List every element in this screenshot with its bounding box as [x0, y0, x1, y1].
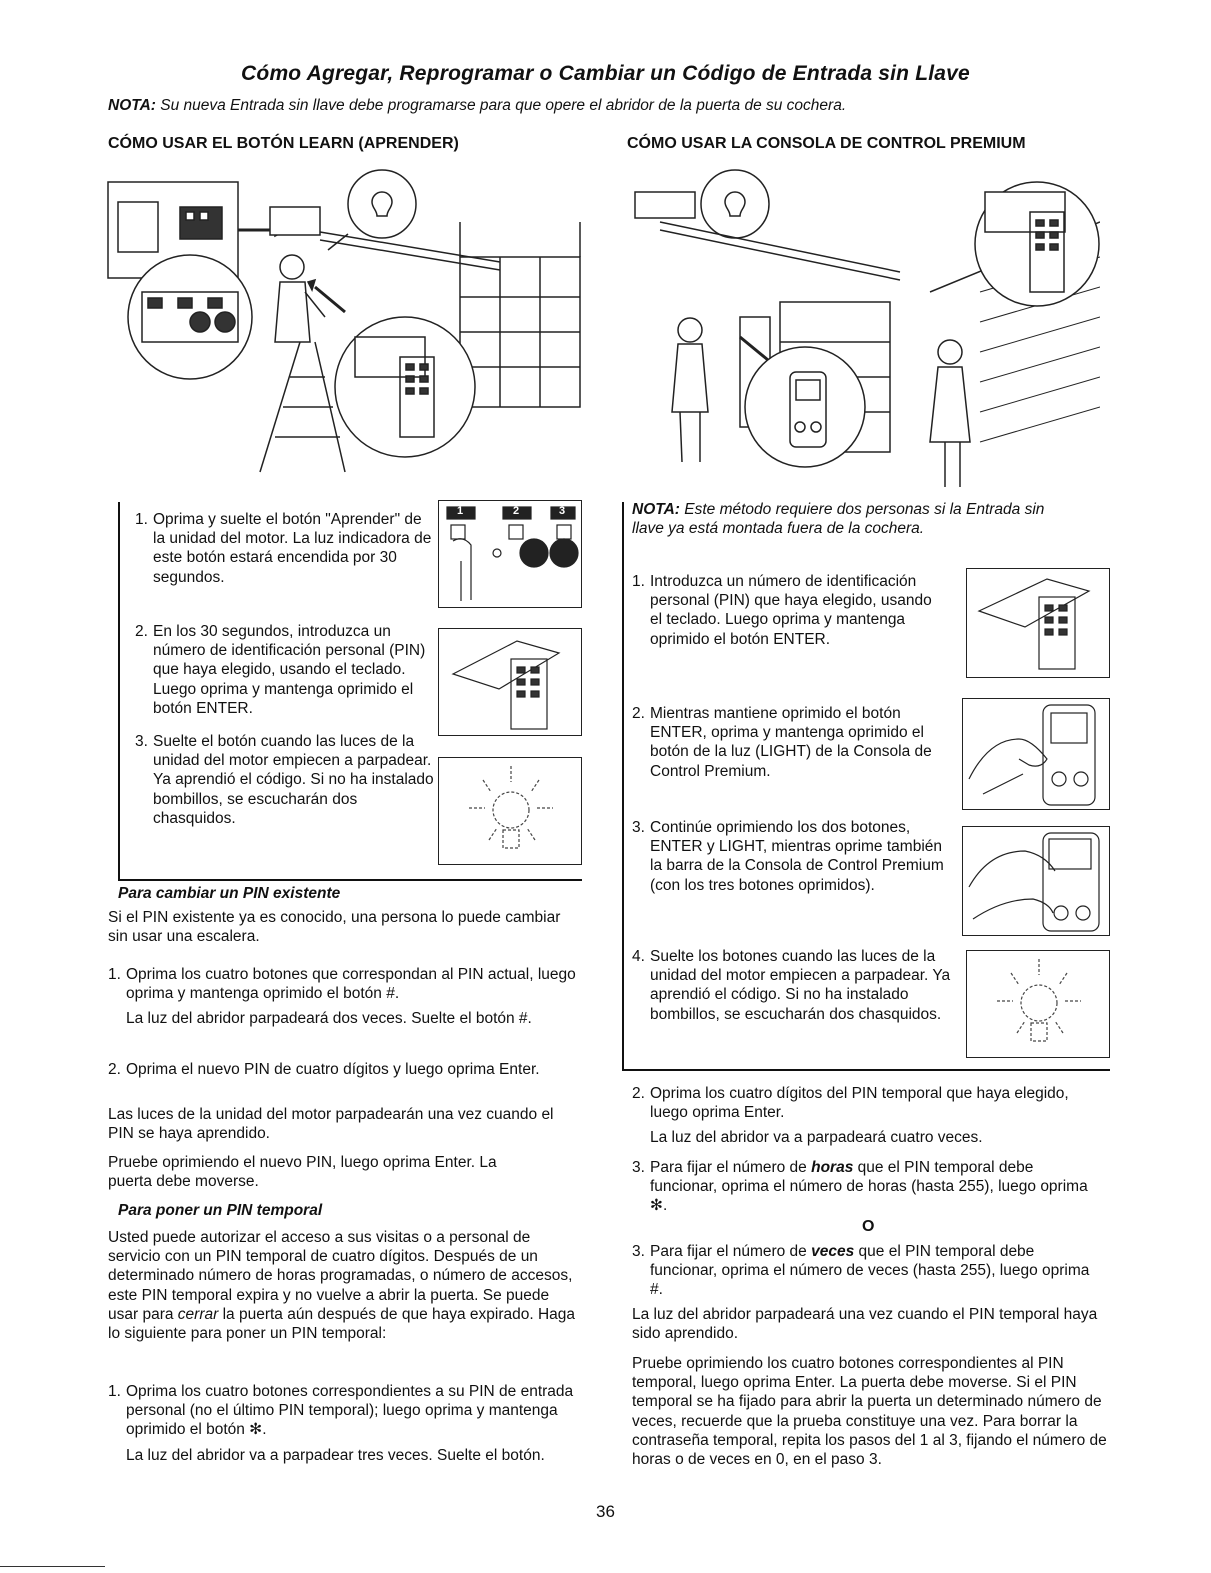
garage-console-illustration: [634, 169, 1100, 487]
top-note: NOTA: Su nueva Entrada sin llave debe pr…: [108, 97, 846, 115]
page-number: 36: [596, 1502, 615, 1521]
light-bulb-image: [438, 757, 582, 865]
console-press-image: [962, 698, 1110, 810]
change-pin-paragraph-2: Pruebe oprimiendo el nuevo PIN, luego op…: [108, 1154, 497, 1191]
or-divider: O: [862, 1218, 875, 1235]
right-keypad-image: [966, 568, 1110, 678]
right-step-rule: [622, 502, 624, 1070]
temp-pin-step-2: 2. Oprima los cuatro dígitos del PIN tem…: [632, 1085, 1069, 1147]
left-step-rule: [118, 502, 120, 880]
right-section-heading: CÓMO USAR LA CONSOLA DE CONTROL PREMIUM: [627, 135, 1026, 152]
right-light-bulb-image: [966, 950, 1110, 1058]
learn-label-1: 1: [457, 505, 464, 517]
console-three-buttons-image: [962, 826, 1110, 936]
right-step-2: 2. Mientras mantiene oprimido el botón E…: [632, 705, 932, 780]
left-step-bottom-rule: [118, 879, 582, 881]
right-step-4: 4. Suelte los botones cuando las luces d…: [632, 948, 951, 1023]
temp-pin-test-paragraph: Pruebe oprimiendo los cuatro botones cor…: [632, 1355, 1107, 1469]
right-step-bottom-rule: [622, 1069, 1110, 1071]
right-step-1: 1. Introduzca un número de identificació…: [632, 573, 932, 648]
temp-pin-learned-paragraph: La luz del abridor parpadeará una vez cu…: [632, 1306, 1098, 1343]
left-step-2: 2. En los 30 segundos, introduzca un núm…: [135, 623, 426, 717]
temp-pin-heading: Para poner un PIN temporal: [118, 1202, 323, 1219]
left-step-3: 3. Suelte el botón cuando las luces de l…: [135, 733, 434, 827]
learn-label-2: 2: [513, 505, 520, 517]
left-section-heading: CÓMO USAR EL BOTÓN LEARN (APRENDER): [108, 135, 459, 152]
change-pin-step-2: 2. Oprima el nuevo PIN de cuatro dígitos…: [108, 1061, 540, 1078]
temp-pin-step-3-times: 3. Para fijar el número de veces que el …: [632, 1243, 1090, 1299]
page-title: Cómo Agregar, Reprogramar o Cambiar un C…: [241, 62, 970, 85]
top-note-label: NOTA:: [108, 97, 156, 114]
learn-label-3: 3: [559, 505, 566, 517]
temp-pin-paragraph: Usted puede autorizar el acceso a sus vi…: [108, 1229, 576, 1343]
right-note: NOTA: Este método requiere dos personas …: [632, 501, 1045, 538]
right-step-3: 3. Continúe oprimiendo los dos botones, …: [632, 819, 944, 894]
keypad-image: [438, 628, 582, 736]
bottom-left-line: [0, 1566, 105, 1567]
change-pin-intro: Si el PIN existente ya es conocido, una …: [108, 909, 561, 946]
temp-pin-step-3-hours: 3. Para fijar el número de horas que el …: [632, 1159, 1088, 1215]
change-pin-step-1: 1. Oprima los cuatro botones que corresp…: [108, 966, 576, 1028]
garage-ladder-illustration: [107, 169, 581, 473]
change-pin-paragraph-1: Las luces de la unidad del motor parpade…: [108, 1106, 554, 1143]
change-pin-heading: Para cambiar un PIN existente: [118, 885, 341, 902]
temp-pin-step-1: 1. Oprima los cuatro botones correspondi…: [108, 1383, 574, 1464]
left-step-1: 1. Oprima y suelte el botón "Aprender" d…: [135, 511, 432, 586]
learn-button-panel: 1 2 3: [438, 500, 582, 608]
top-note-text: Su nueva Entrada sin llave debe programa…: [155, 97, 847, 114]
